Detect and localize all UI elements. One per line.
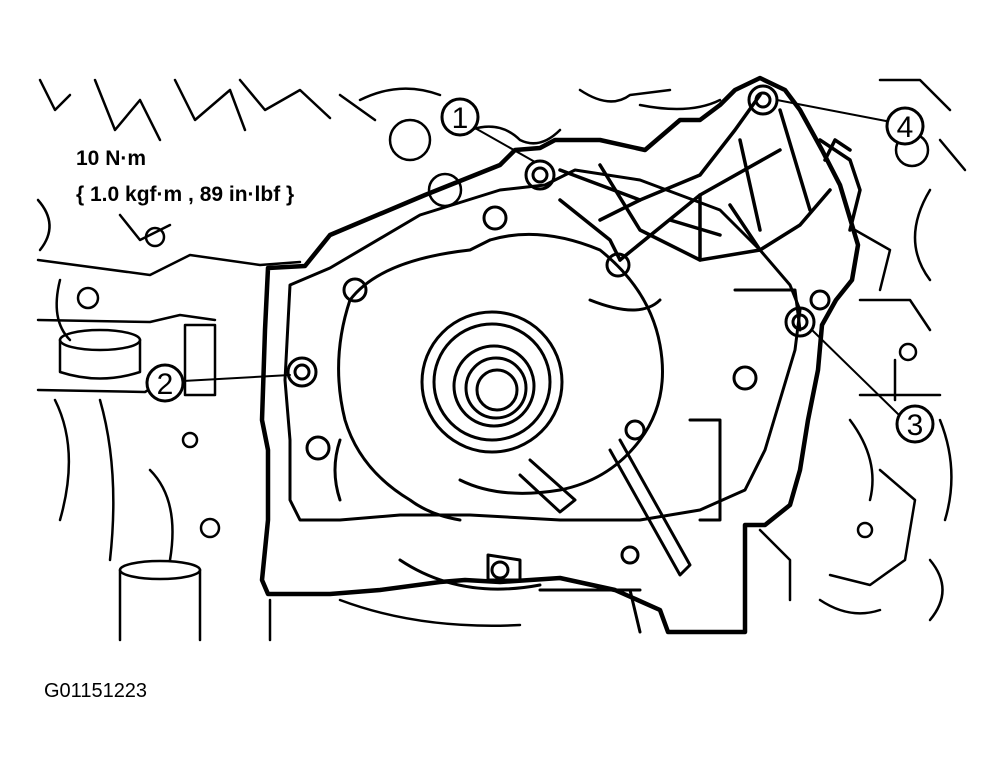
leader-lines: [182, 99, 899, 415]
bolt-holes: [305, 205, 831, 580]
callout-3-circle: [895, 404, 935, 444]
oil-pump-housing: [259, 75, 861, 635]
figure-code: G01151223: [44, 680, 148, 702]
torque-spec-metric: 10 N·m: [76, 147, 147, 170]
callout-2: 2: [157, 368, 174, 401]
callout-1: 1: [452, 102, 469, 135]
bolt-4: [747, 84, 779, 116]
bolt-1: [524, 159, 556, 191]
torque-spec-alt-units: { 1.0 kgf·m , 89 in·lbf }: [76, 183, 295, 206]
callout-4: 4: [897, 111, 914, 144]
pump-bracket: [558, 93, 862, 262]
bolt-2: [286, 356, 318, 388]
pump-rotor-area: [337, 232, 664, 522]
callout-2-circle: [145, 363, 185, 403]
callout-1-circle: [440, 97, 480, 137]
callout-4-circle: [885, 106, 925, 146]
callout-circles: [145, 97, 935, 444]
bolt-3: [784, 306, 816, 338]
callout-3: 3: [907, 409, 924, 442]
oil-passages: [333, 288, 802, 634]
engine-block-background: [36, 78, 967, 642]
